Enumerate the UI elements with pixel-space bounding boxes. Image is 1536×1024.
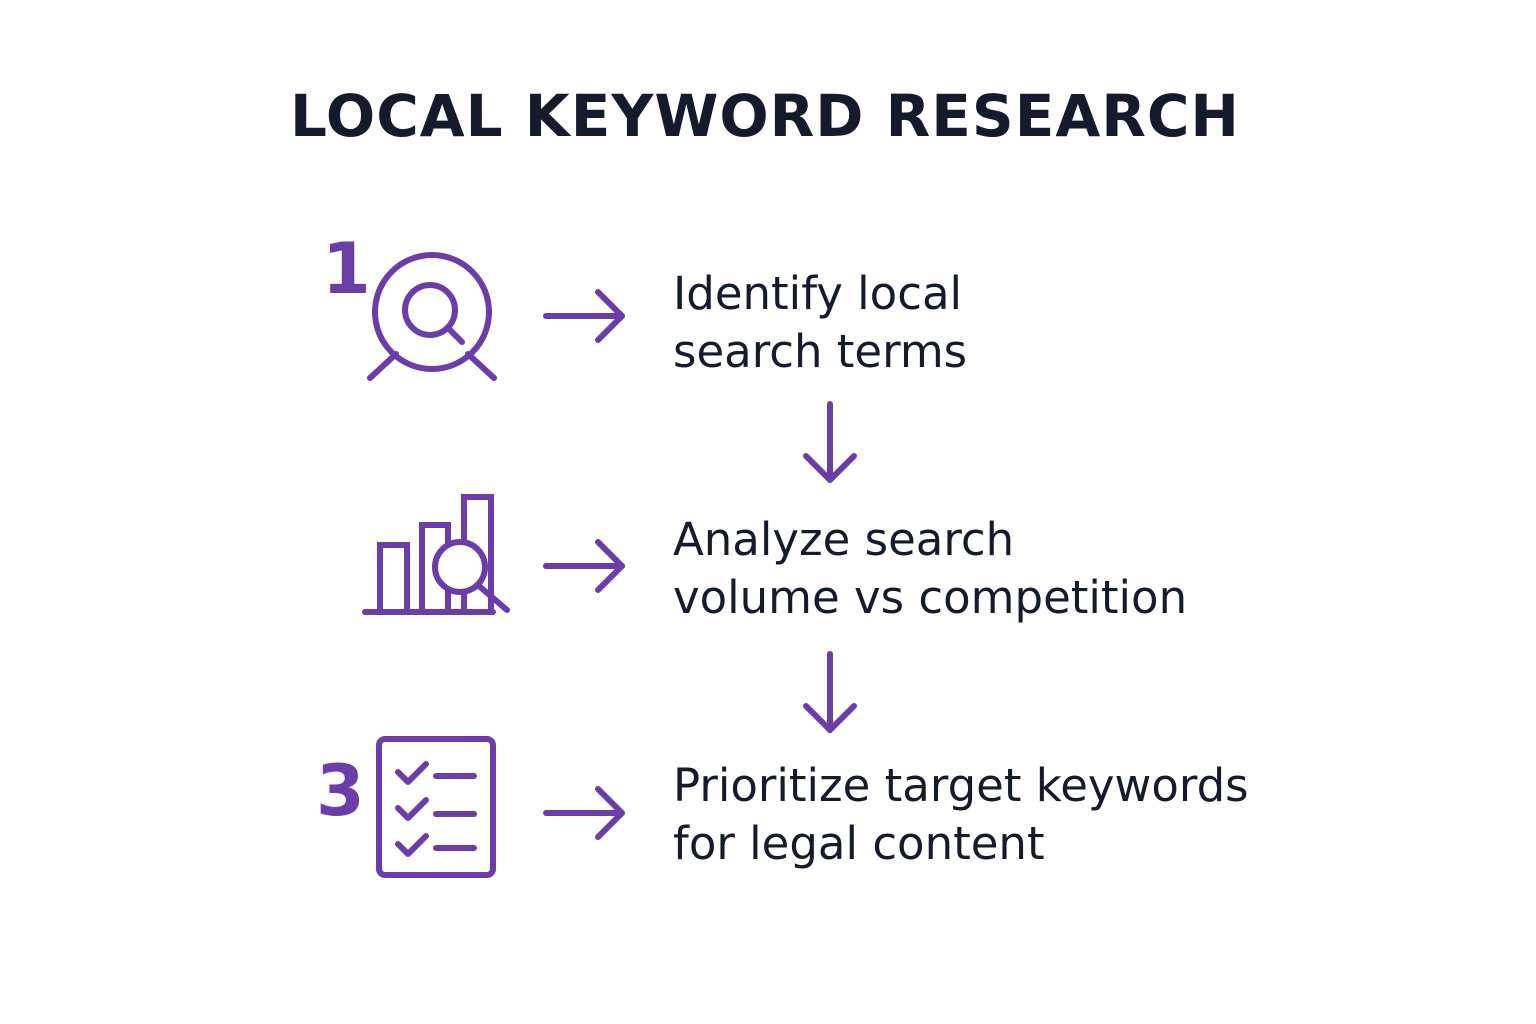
step-2-right-arrow-icon xyxy=(540,536,632,596)
search-target-icon xyxy=(360,250,505,385)
step-1-line-1: Identify local xyxy=(673,267,963,320)
step-1-text: Identify local search terms xyxy=(673,265,967,381)
checklist-icon xyxy=(374,734,500,880)
step-3-right-arrow-icon xyxy=(540,783,632,843)
step-3-text: Prioritize target keywords for legal con… xyxy=(673,757,1249,873)
step-1-right-arrow-icon xyxy=(540,286,632,346)
step-2-line-2: volume vs competition xyxy=(673,571,1188,624)
step-3-number: 3 xyxy=(316,750,365,832)
step-1-number: 1 xyxy=(322,228,371,310)
diagram-title: LOCAL KEYWORD RESEARCH xyxy=(290,82,1240,150)
bar-chart-magnifier-icon xyxy=(360,492,520,622)
step-2-line-1: Analyze search xyxy=(673,513,1015,566)
step-1-line-2: search terms xyxy=(673,325,968,378)
down-arrow-1-icon xyxy=(798,398,862,490)
step-3-line-2: for legal content xyxy=(673,817,1045,870)
step-2-text: Analyze search volume vs competition xyxy=(673,511,1187,627)
down-arrow-2-icon xyxy=(798,648,862,740)
step-3-line-1: Prioritize target keywords xyxy=(673,759,1249,812)
